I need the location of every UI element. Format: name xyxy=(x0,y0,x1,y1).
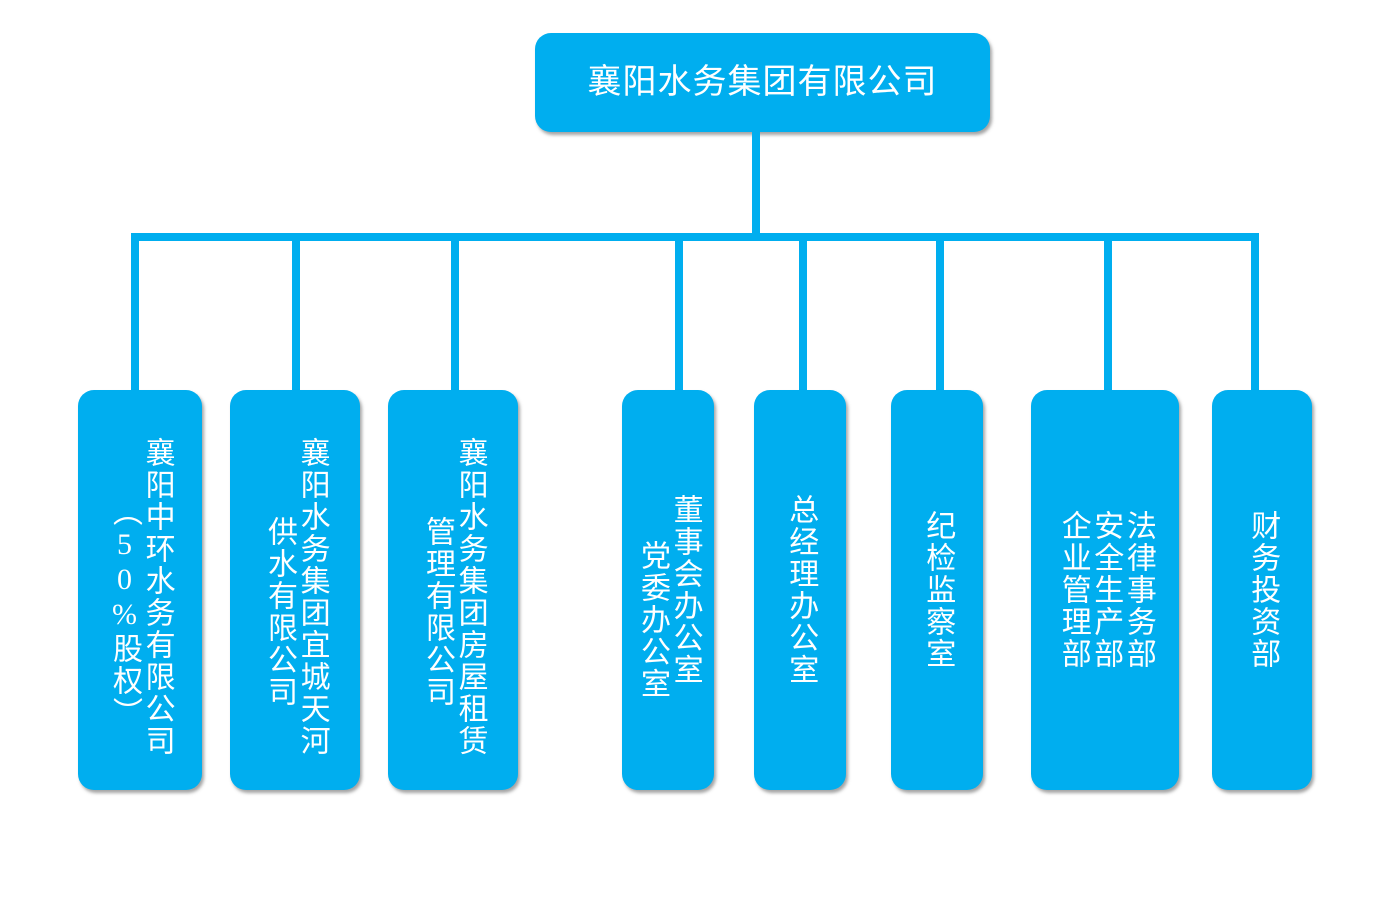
text-column-2: 安全生产部 xyxy=(1089,510,1123,670)
org-node-caiwu-touzibu[interactable]: 财务投资部 xyxy=(1212,390,1312,790)
org-node-jijian-jianchashi[interactable]: 纪检监察室 xyxy=(891,390,983,790)
vertical-text-columns: 财务投资部 xyxy=(1212,390,1312,790)
connector-drop-4 xyxy=(675,233,683,391)
org-node-zongjingli-bangongshi[interactable]: 总经理办公室 xyxy=(754,390,846,790)
vertical-text-columns: 纪检监察室 xyxy=(891,390,983,790)
org-node-root[interactable]: 襄阳水务集团有限公司 xyxy=(535,33,990,132)
text-column-2: 党委办公室 xyxy=(636,540,669,700)
text-column-1: 襄阳水务集团房屋租赁 xyxy=(453,437,487,757)
text-column-1: 财务投资部 xyxy=(1246,510,1280,670)
vertical-text-columns: 法律事务部 安全生产部 企业管理部 xyxy=(1031,390,1179,790)
text-column-2: 管理有限公司 xyxy=(421,516,454,708)
text-column-1: 法律事务部 xyxy=(1121,510,1155,670)
connector-root-stem xyxy=(752,132,760,240)
text-column-1: 总经理办公室 xyxy=(784,494,818,686)
connector-drop-1 xyxy=(131,233,139,391)
connector-horizontal-bus xyxy=(131,233,1259,241)
vertical-text-columns: 董事会办公室 党委办公室 xyxy=(622,390,714,790)
org-node-root-label: 襄阳水务集团有限公司 xyxy=(587,63,938,101)
vertical-text-columns: 襄阳水务集团房屋租赁 管理有限公司 xyxy=(388,390,518,790)
connector-drop-8 xyxy=(1251,233,1259,391)
org-node-fangwu-zulin[interactable]: 襄阳水务集团房屋租赁 管理有限公司 xyxy=(388,390,518,790)
org-node-falv-anquan-qiye[interactable]: 法律事务部 安全生产部 企业管理部 xyxy=(1031,390,1179,790)
org-node-xiangyang-zhonghuan[interactable]: 襄阳中环水务有限公司 （50%股权） xyxy=(78,390,202,790)
text-column-1: 襄阳中环水务有限公司 xyxy=(140,437,174,757)
connector-drop-3 xyxy=(451,233,459,391)
connector-drop-6 xyxy=(936,233,944,391)
connector-drop-7 xyxy=(1104,233,1112,391)
vertical-text-columns: 总经理办公室 xyxy=(754,390,846,790)
text-column-2: 供水有限公司 xyxy=(263,516,296,708)
org-node-dongshihui-dangwei[interactable]: 董事会办公室 党委办公室 xyxy=(622,390,714,790)
text-column-3: 企业管理部 xyxy=(1056,510,1090,670)
connector-drop-5 xyxy=(799,233,807,391)
text-column-1: 襄阳水务集团宜城天河 xyxy=(295,437,329,757)
org-node-yicheng-tianhe[interactable]: 襄阳水务集团宜城天河 供水有限公司 xyxy=(230,390,360,790)
text-column-2: （50%股权） xyxy=(108,495,141,729)
connector-drop-2 xyxy=(292,233,300,391)
vertical-text-columns: 襄阳中环水务有限公司 （50%股权） xyxy=(78,390,202,790)
vertical-text-columns: 襄阳水务集团宜城天河 供水有限公司 xyxy=(230,390,360,790)
text-column-1: 董事会办公室 xyxy=(668,494,702,686)
text-column-1: 纪检监察室 xyxy=(921,510,955,670)
